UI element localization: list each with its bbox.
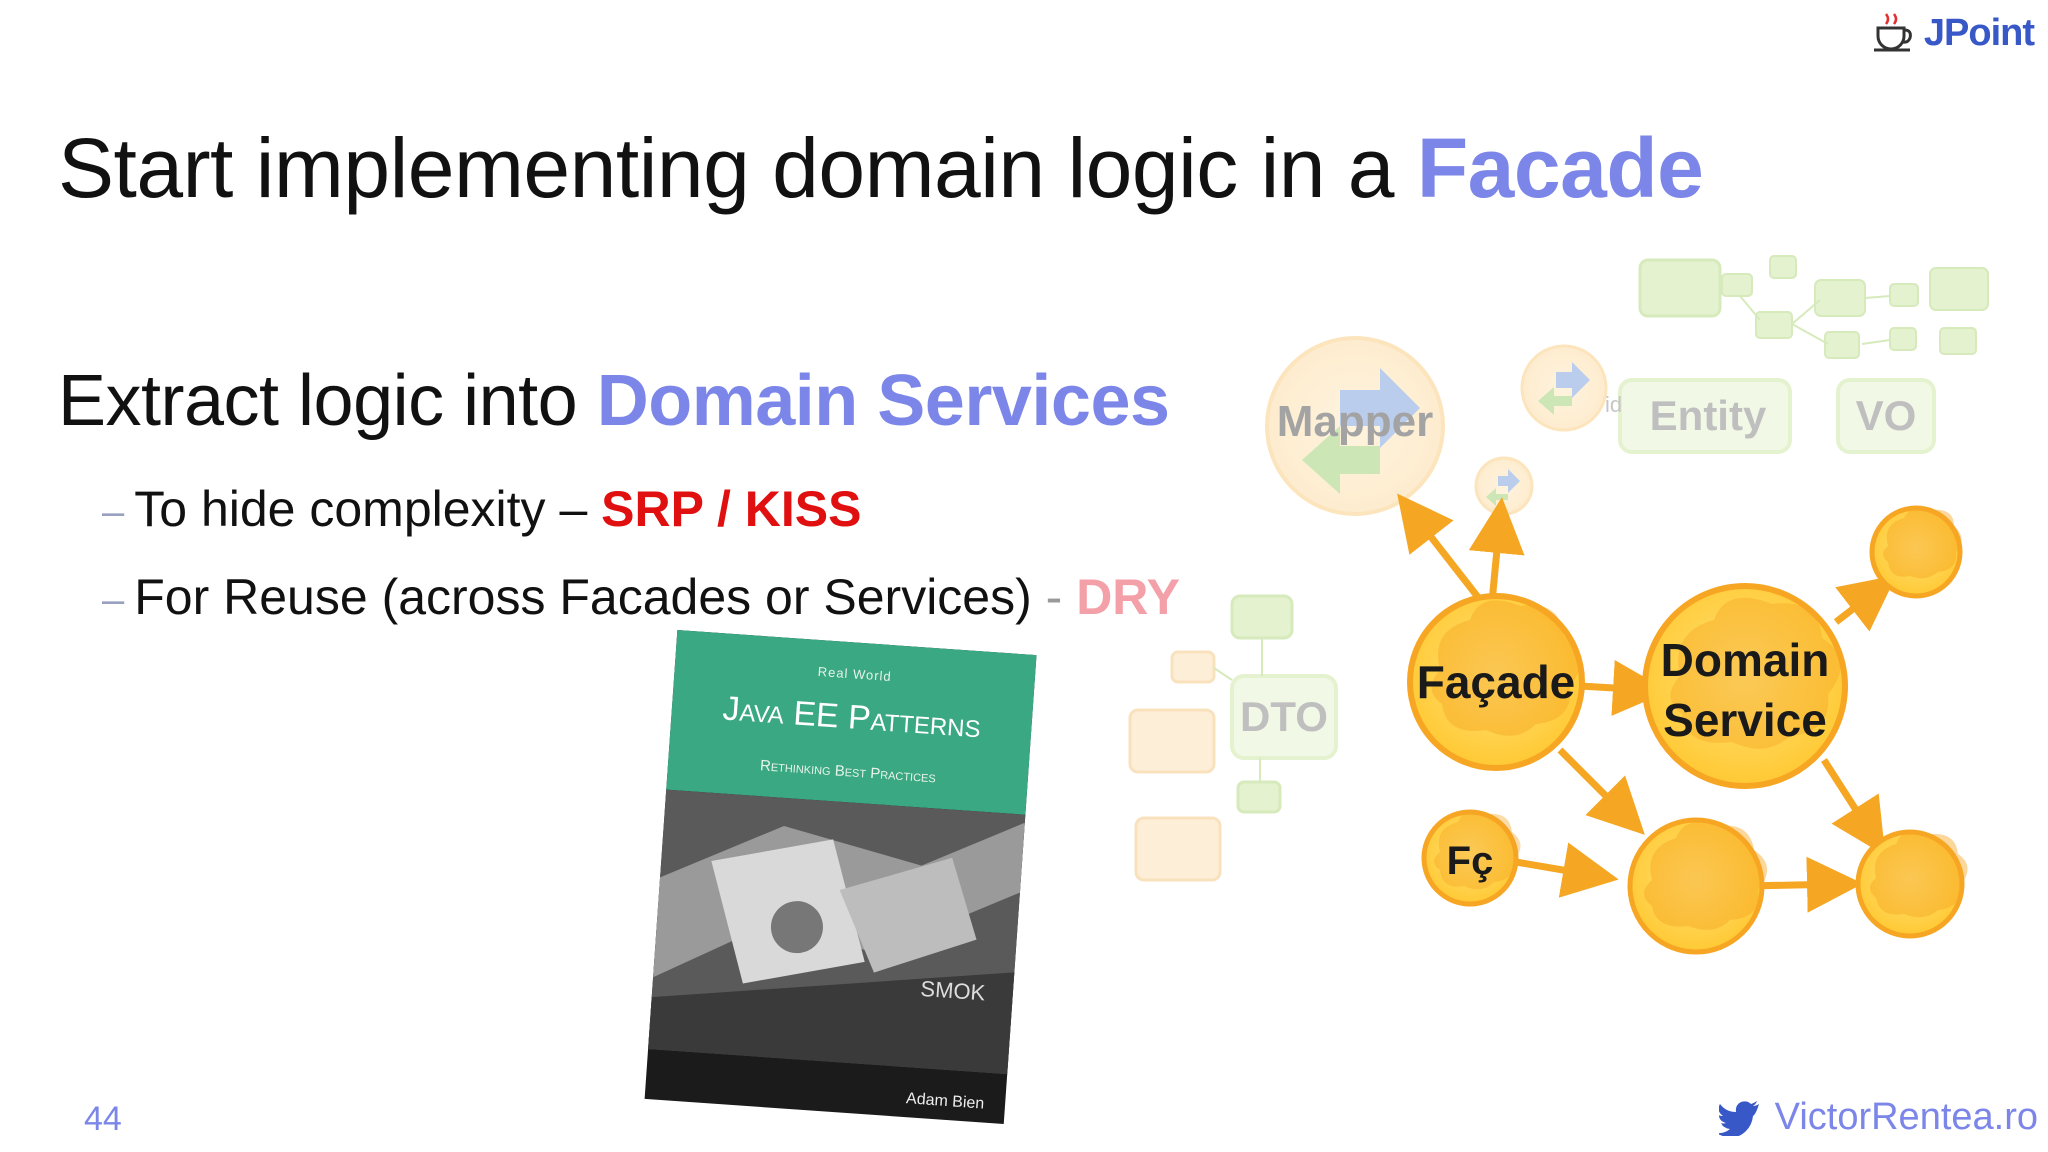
domain-service-label-1: Domain — [1661, 634, 1830, 686]
page-number: 44 — [84, 1100, 122, 1138]
brain-node — [1627, 817, 1768, 955]
dto-network: DTO — [1128, 594, 1338, 882]
dto-label: DTO — [1240, 693, 1328, 740]
bullet-item: –For Reuse (across Facades or Services) … — [102, 568, 1180, 626]
mapper-label: Mapper — [1277, 397, 1433, 446]
book-top-small: Real World — [817, 664, 892, 684]
book-green-band — [666, 630, 1037, 815]
entity-label: Entity — [1650, 392, 1767, 439]
entity-network: id Entity VO — [1605, 255, 1989, 454]
bullet-item: –To hide complexity – SRP / KISS — [102, 480, 861, 538]
mapper-tiny-node — [1474, 456, 1534, 516]
book-photo-text: SMOK — [920, 976, 987, 1005]
domain-service-label-2: Service — [1663, 694, 1827, 746]
dependency-arrows — [1397, 493, 1897, 913]
brain-node — [1869, 505, 1963, 599]
footer-handle: VictorRentea.ro — [1718, 1096, 2038, 1139]
vo-label: VO — [1856, 392, 1917, 439]
fc-node: Fç — [1421, 809, 1521, 907]
bullet-text: For Reuse (across Facades or Services) — [134, 569, 1032, 625]
slide-subheading: Extract logic into Domain Services — [58, 360, 1170, 442]
bullet-separator: - — [1031, 569, 1077, 625]
bullet-dash: – — [102, 490, 125, 535]
footer-handle-text: VictorRentea.ro — [1774, 1096, 2038, 1138]
bullet-dash: – — [102, 578, 125, 623]
architecture-diagram: id Entity VO DTO Mapper — [1128, 255, 1989, 955]
bullet-highlight: DRY — [1076, 569, 1180, 625]
title-prefix: Start implementing domain logic in a — [58, 121, 1417, 215]
mapper-node: Mapper — [1265, 336, 1445, 516]
fc-label: Fç — [1447, 839, 1494, 883]
bullet-highlight: SRP / KISS — [601, 481, 862, 537]
coffee-cup-icon — [1873, 13, 1912, 52]
facade-label: Façade — [1417, 656, 1576, 708]
brain-node — [1855, 829, 1968, 939]
book-author: Adam Bien — [906, 1090, 985, 1112]
mapper-small-node — [1520, 344, 1608, 432]
facade-node: Façade — [1407, 593, 1585, 771]
subheading-accent: Domain Services — [596, 361, 1170, 441]
title-accent: Facade — [1416, 121, 1704, 215]
domain-service-node: Domain Service — [1642, 583, 1848, 789]
bullet-text: To hide complexity – — [134, 481, 602, 537]
jpoint-logo: JPoint — [1870, 10, 2035, 56]
slide-title: Start implementing domain logic in a Fac… — [58, 120, 1704, 217]
twitter-bird-icon — [1718, 1100, 1759, 1136]
logo-text: JPoint — [1923, 11, 2035, 54]
subheading-prefix: Extract logic into — [58, 361, 597, 441]
book-cover: Real World Java EE Patterns Rethinking B… — [644, 630, 1037, 1125]
entity-id-tag: id — [1605, 392, 1622, 417]
